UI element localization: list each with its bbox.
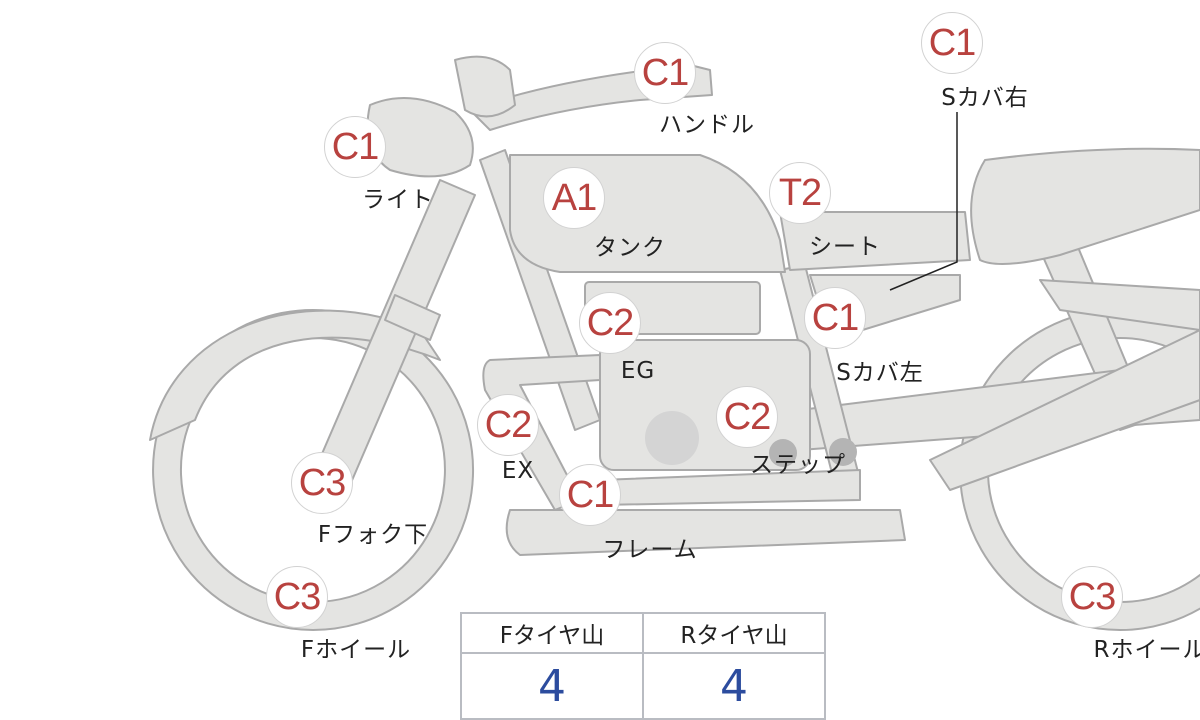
side-cover-right-label: Sカバ右 xyxy=(941,85,1029,111)
handle-grade-badge: C1 xyxy=(634,42,696,104)
rear-wheel-grade-badge: C3 xyxy=(1061,566,1123,628)
rear-tire-tread-value: 4 xyxy=(642,652,826,720)
front-wheel-grade-badge: C3 xyxy=(266,566,328,628)
rear-tire-tread-header: Rタイヤ山 xyxy=(642,612,826,654)
frame-grade-badge: C1 xyxy=(559,464,621,526)
seat-grade-badge: T2 xyxy=(769,162,831,224)
step-label: ステップ xyxy=(750,452,846,478)
tank-label: タンク xyxy=(594,235,666,261)
side-cover-left-label: Sカバ左 xyxy=(836,360,924,386)
handle-label: ハンドル xyxy=(659,112,755,138)
step-grade-badge: C2 xyxy=(716,386,778,448)
rear-wheel-label: Rホイール xyxy=(1093,637,1200,663)
exhaust-shape xyxy=(482,354,601,511)
front-wheel-label: Fホイール xyxy=(300,637,412,663)
front-tire-tread-value: 4 xyxy=(460,652,644,720)
front-fork-lower-label: Fフォク下 xyxy=(317,522,429,548)
side-cover-left-grade-badge: C1 xyxy=(804,287,866,349)
front-tire-tread-header: Fタイヤ山 xyxy=(460,612,644,654)
exhaust-label: EX xyxy=(501,458,535,484)
tank-grade-badge: A1 xyxy=(543,167,605,229)
side-cover-right-grade-badge: C1 xyxy=(921,12,983,74)
light-grade-badge: C1 xyxy=(324,116,386,178)
tire-tread-table: Fタイヤ山 Rタイヤ山 4 4 xyxy=(460,612,826,720)
light-label: ライト xyxy=(362,187,434,213)
engine-label: EG xyxy=(620,358,656,384)
exhaust-grade-badge: C2 xyxy=(477,394,539,456)
frame-label: フレーム xyxy=(602,537,698,563)
side-cover-right-leader-line xyxy=(889,112,958,291)
front-fork-lower-grade-badge: C3 xyxy=(291,452,353,514)
seat-label: シート xyxy=(809,234,881,260)
engine-grade-badge: C2 xyxy=(579,292,641,354)
seat-shape xyxy=(779,211,971,271)
